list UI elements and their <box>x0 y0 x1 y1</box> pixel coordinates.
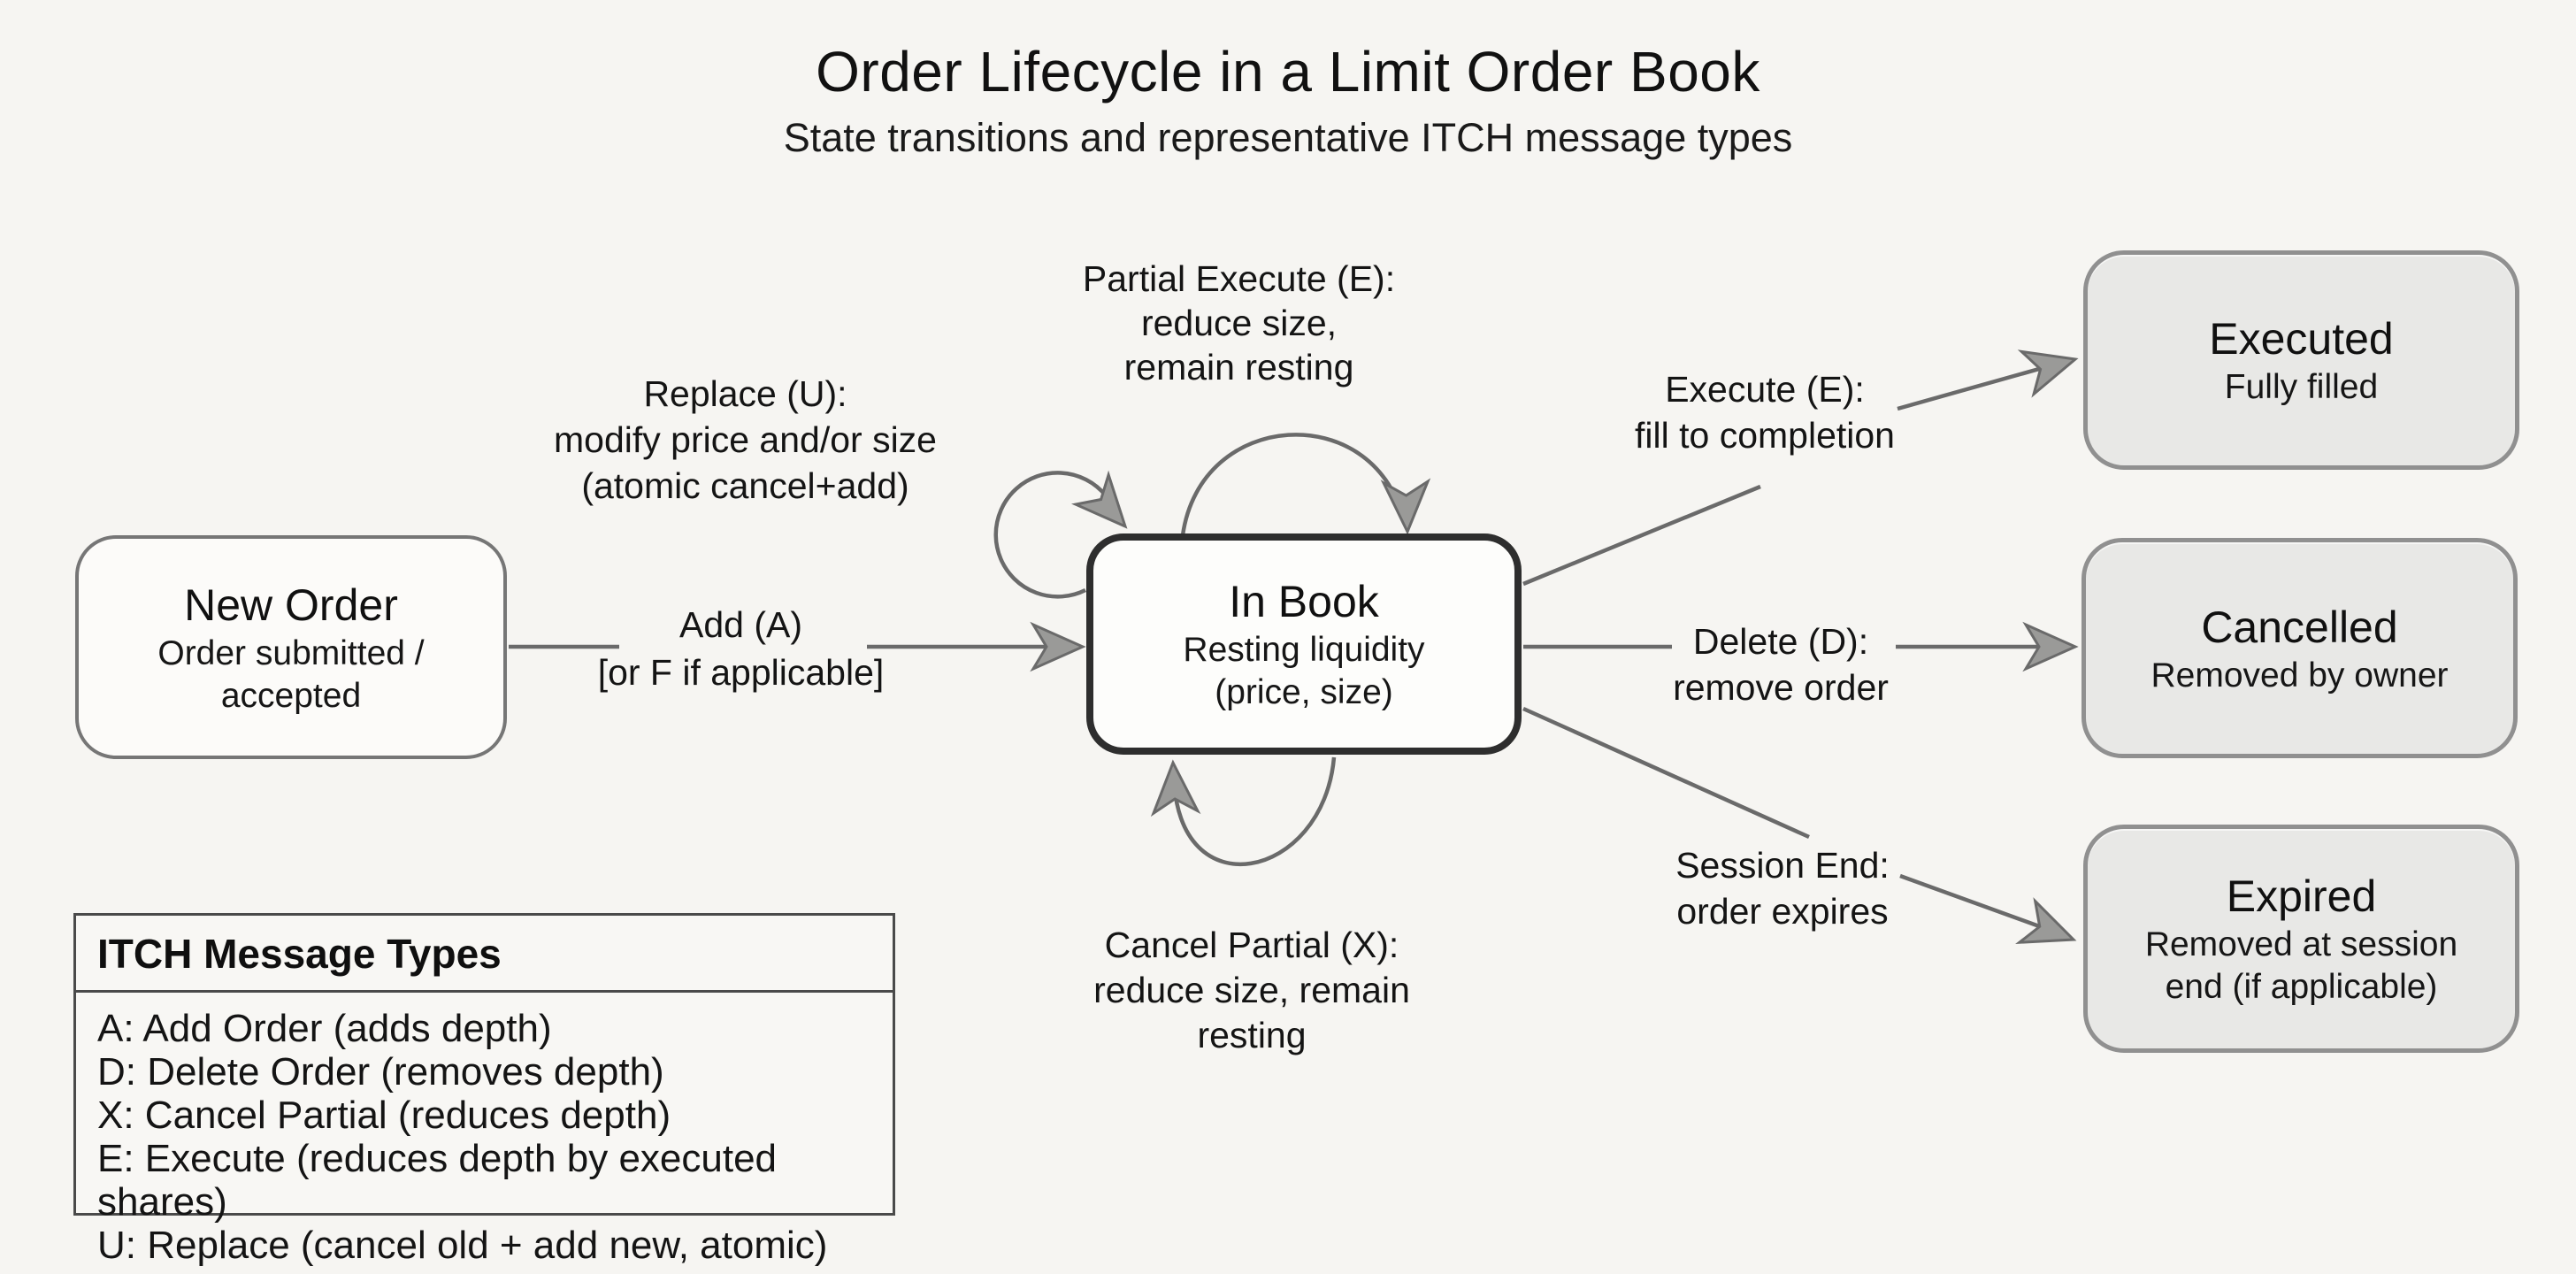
edge-label-line: reduce size, remain <box>1093 970 1410 1010</box>
edge-label-line: Delete (D): <box>1692 621 1869 662</box>
state-node-executed: Executed Fully filled <box>2083 250 2519 470</box>
state-node-expired: Expired Removed at session end (if appli… <box>2083 825 2519 1053</box>
edge-label-line: remain resting <box>1123 347 1354 388</box>
legend-item: U: Replace (cancel old + add new, atomic… <box>97 1224 828 1267</box>
edge-partial-execute-self-loop <box>1180 433 1430 536</box>
node-subtitle-line: Removed by owner <box>2150 656 2449 695</box>
node-subtitle-line: end (if applicable) <box>2165 968 2438 1006</box>
edge-label-line: Execute (E): <box>1665 369 1865 410</box>
legend-item: A: Add Order (adds depth) <box>97 1007 552 1050</box>
node-title: In Book <box>1229 577 1379 626</box>
node-subtitle-line: Removed at session <box>2144 925 2458 963</box>
edge-label-line: [or F if applicable] <box>597 652 885 693</box>
node-subtitle-line: (price, size) <box>1215 673 1393 711</box>
node-title: New Order <box>184 579 398 630</box>
edge-label-delete: Delete (D): remove order <box>1560 618 2002 710</box>
node-subtitle-line: Order submitted / <box>157 633 425 672</box>
legend-item: E: Execute (reduces depth by executed sh… <box>97 1137 778 1224</box>
edge-label-line: reduce size, <box>1140 303 1338 343</box>
legend-itch-message-types: ITCH Message Types A: Add Order (adds de… <box>73 913 895 1267</box>
legend-header: ITCH Message Types <box>76 916 893 993</box>
edge-label-line: fill to completion <box>1635 415 1895 456</box>
page-subtitle: State transitions and representative ITC… <box>783 115 1793 160</box>
node-title: Expired <box>2226 871 2377 921</box>
page-title: Order Lifecycle in a Limit Order Book <box>816 40 1760 104</box>
edge-add-arrow <box>509 625 1083 669</box>
edge-label-line: Add (A) <box>679 604 802 645</box>
edge-label-line: resting <box>1197 1015 1307 1055</box>
edge-label-replace: Replace (U): modify price and/or size (a… <box>460 371 1031 509</box>
legend-items: A: Add Order (adds depth) D: Delete Orde… <box>76 993 893 1267</box>
edge-label-cancel-partial: Cancel Partial (X): reduce size, remain … <box>1000 923 1504 1058</box>
edge-label-line: Replace (U): <box>643 373 847 414</box>
edge-label-line: remove order <box>1673 667 1889 708</box>
node-title: Cancelled <box>2201 602 2398 652</box>
edge-label-line: Partial Execute (E): <box>1082 258 1396 299</box>
node-subtitle-line: Fully filled <box>2224 368 2379 406</box>
edge-cancel-partial-self-loop <box>1151 756 1337 867</box>
legend-item: X: Cancel Partial (reduces depth) <box>97 1094 671 1137</box>
edge-label-line: order expires <box>1676 891 1889 932</box>
edge-label-line: Cancel Partial (X): <box>1104 925 1399 965</box>
edge-label-line: Session End: <box>1675 845 1890 886</box>
edge-session-end-arrow <box>1522 706 2082 960</box>
node-subtitle-line: accepted <box>220 676 362 715</box>
edge-label-add: Add (A) [or F if applicable] <box>518 601 964 696</box>
node-subtitle-line: Resting liquidity <box>1183 631 1425 669</box>
legend-item: D: Delete Order (removes depth) <box>97 1050 664 1094</box>
edge-label-session-end: Session End: order expires <box>1561 842 2004 934</box>
edge-label-partial-execute: Partial Execute (E): reduce size, remain… <box>998 257 1480 389</box>
state-node-in-book: In Book Resting liquidity (price, size) <box>1086 533 1522 755</box>
node-title: Executed <box>2209 314 2394 364</box>
edge-label-execute: Execute (E): fill to completion <box>1544 366 1986 458</box>
edge-label-line: (atomic cancel+add) <box>581 465 909 506</box>
edge-replace-self-loop <box>993 471 1142 599</box>
edge-execute-arrow <box>1522 338 2082 587</box>
edge-delete-arrow <box>1523 625 2075 669</box>
state-node-cancelled: Cancelled Removed by owner <box>2082 538 2518 758</box>
state-node-new-order: New Order Order submitted / accepted <box>75 535 507 759</box>
edge-label-line: modify price and/or size <box>554 419 937 460</box>
